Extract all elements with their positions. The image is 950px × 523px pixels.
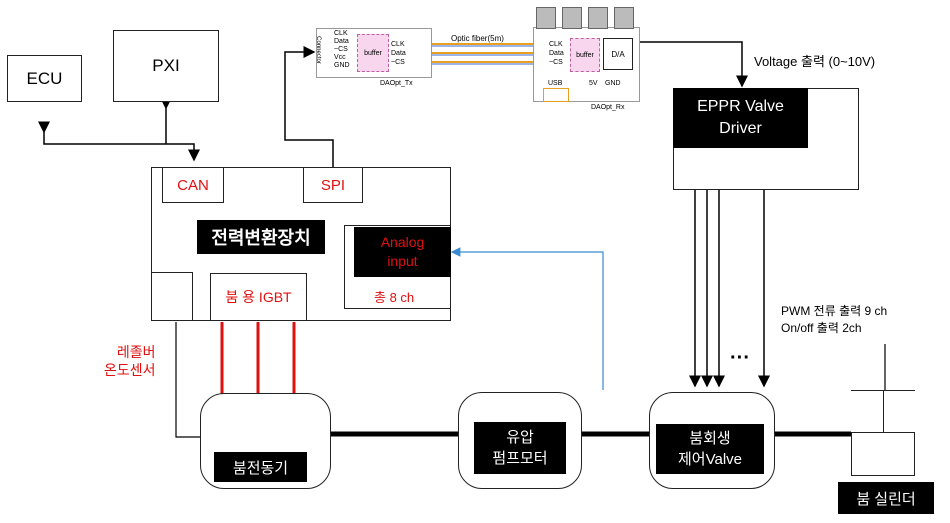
tx-buffer: buffer <box>357 34 389 72</box>
power-converter-title: 전력변환장치 <box>197 220 325 254</box>
ecu-label: ECU <box>26 68 63 88</box>
rx-buffer: buffer <box>570 38 600 72</box>
rx-usb-label: USB <box>548 80 563 87</box>
ellipsis-label: ··· <box>730 347 750 369</box>
rx-gnd-label: GND <box>605 80 621 87</box>
rx-connectors <box>536 7 636 29</box>
eppr-driver-label: EPPR Valve Driver <box>673 88 808 148</box>
rx-usb-port <box>543 88 569 102</box>
tx-connector-label: Connector <box>314 36 321 64</box>
analog-feedback-line <box>450 247 604 390</box>
resolver-temp-label: 레졸버 온도센서 <box>104 344 156 378</box>
rx-in-signals: CLK Data ~CS <box>549 41 564 66</box>
analog-input-block: Analog input <box>354 227 451 277</box>
voltage-output-label: Voltage 출력 (0~10V) <box>754 54 876 69</box>
spi-daq-line <box>284 46 334 168</box>
regen-valve-label: 붐회생 제어Valve <box>656 424 764 474</box>
tx-caption: DAOpt_Tx <box>380 80 413 87</box>
cylinder-label: 붐 실린더 <box>838 482 934 514</box>
rx-5v-label: 5V <box>589 80 598 87</box>
spi-port: SPI <box>303 167 363 203</box>
can-label: CAN <box>177 176 209 194</box>
rx-da: D/A <box>603 38 633 70</box>
spi-label: SPI <box>320 176 346 194</box>
pump-motor-label: 유압 펌프모터 <box>474 422 566 474</box>
total-ch-label: 총 8 ch <box>374 290 415 305</box>
pwm-output-label: PWM 전류 출력 9 ch On/off 출력 2ch <box>781 304 888 335</box>
corner-section <box>151 272 193 321</box>
ecu-can-line <box>38 121 200 162</box>
tx-signal-list: CLK Data ~CS Vcc GND <box>334 30 350 69</box>
rx-caption: DAOpt_Rx <box>591 104 625 111</box>
igbt-block: 붐 용 IGBT <box>210 273 307 321</box>
fiber-label: Optic fiber(5m) <box>451 34 504 43</box>
boom-motor-label: 붐전동기 <box>214 452 307 482</box>
tx-out-signals: CLK Data ~CS <box>391 41 406 66</box>
ecu-box: ECU <box>7 55 82 102</box>
can-port: CAN <box>162 167 224 203</box>
resolver-line <box>175 322 201 438</box>
pxi-label: PXI <box>152 56 180 75</box>
rx-eppr-line <box>640 41 748 88</box>
pxi-box: PXI <box>113 30 219 102</box>
